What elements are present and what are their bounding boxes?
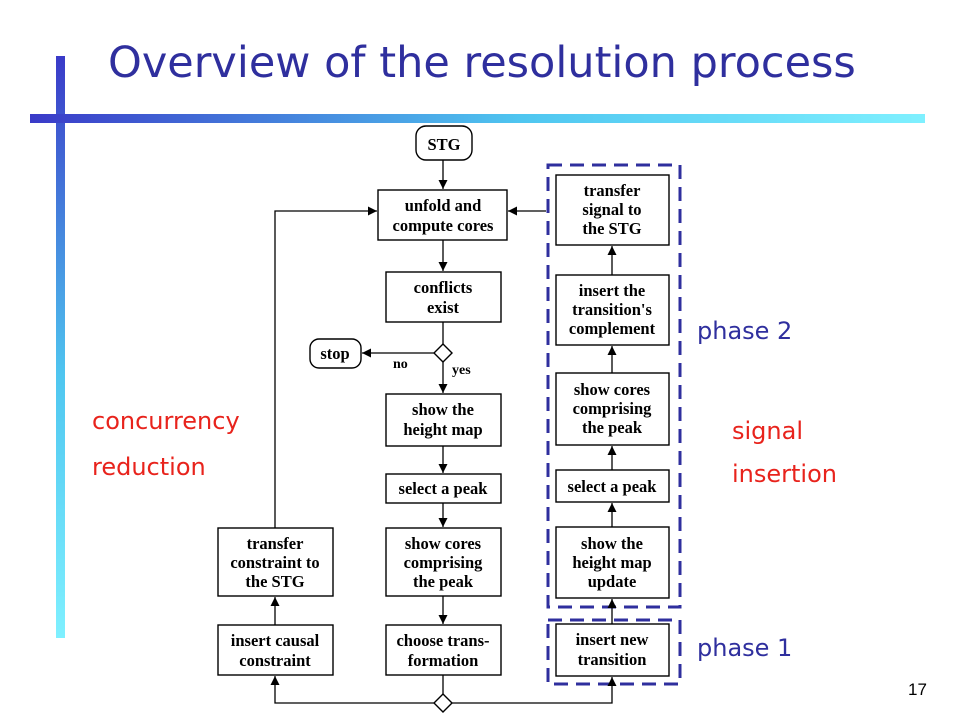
node-text-line: select a peak	[399, 479, 489, 498]
decision-diamond-transformation	[433, 693, 453, 713]
node-text-line: transfer	[584, 181, 641, 200]
node-text-line: STG	[427, 135, 460, 154]
node-text-line: comprising	[573, 399, 653, 418]
node-text-line: signal to	[582, 200, 641, 219]
node-text-line: constraint	[239, 651, 311, 670]
edge-label-yes: yes	[452, 363, 471, 378]
node-text-line: height map	[572, 553, 651, 572]
node-text-line: insert causal	[231, 631, 320, 650]
node-text-line: insert new	[576, 630, 649, 649]
node-text-line: transfer	[247, 534, 304, 553]
node-text-line: the STG	[245, 572, 304, 591]
node-text-line: comprising	[404, 553, 484, 572]
node-stop	[309, 338, 362, 369]
node-text-select-peak-left: select a peak	[399, 479, 489, 498]
node-text-line: the peak	[582, 418, 643, 437]
node-text-select-peak-right: select a peak	[568, 477, 658, 496]
node-text-line: update	[588, 572, 637, 591]
node-text-stop: stop	[320, 344, 349, 363]
edge-decision-to-insert-causal	[270, 676, 434, 704]
node-text-choose-transformation: choose trans-formation	[396, 631, 489, 670]
node-text-line: select a peak	[568, 477, 658, 496]
node-text-line: exist	[427, 298, 460, 317]
decor-horizontal-bar	[30, 114, 925, 123]
node-transfer-signal	[555, 174, 670, 246]
label-phase-1: phase 1	[697, 634, 793, 662]
node-text-line: constraint to	[230, 553, 319, 572]
decision-diamond-conflicts	[433, 343, 453, 363]
node-text-line: choose trans-	[396, 631, 489, 650]
slide-number: 17	[908, 680, 927, 699]
node-text-line: transition's	[572, 300, 652, 319]
node-stg	[415, 125, 473, 161]
edge-transfer-constraint-loop	[274, 206, 377, 528]
slide-title: Overview of the resolution process	[108, 38, 856, 88]
label-concurrency: concurrency	[92, 407, 240, 435]
label-phase-2: phase 2	[697, 317, 793, 345]
node-text-stg: STG	[427, 135, 460, 154]
node-text-line: show cores	[574, 380, 651, 399]
node-text-line: height map	[403, 420, 482, 439]
node-text-line: compute cores	[393, 216, 495, 235]
decor-vertical-bar	[56, 56, 65, 638]
node-text-line: the peak	[413, 572, 474, 591]
node-text-line: insert the	[579, 281, 645, 300]
node-text-line: complement	[569, 319, 656, 338]
node-text-line: conflicts	[414, 278, 473, 297]
node-text-line: show the	[581, 534, 643, 553]
label-signal: signal	[732, 417, 803, 445]
node-text-line: unfold and	[405, 196, 482, 215]
edge-decision-to-insert-new	[452, 677, 617, 704]
edge-label-no: no	[393, 357, 408, 372]
node-text-line: transition	[578, 650, 647, 669]
node-text-line: formation	[408, 651, 479, 670]
node-text-line: the STG	[582, 219, 641, 238]
label-insertion: insertion	[732, 460, 837, 488]
node-text-line: show cores	[405, 534, 482, 553]
label-reduction: reduction	[92, 453, 206, 481]
phase-1-dashed-box	[546, 618, 682, 686]
node-text-line: show the	[412, 400, 474, 419]
node-text-line: stop	[320, 344, 349, 363]
